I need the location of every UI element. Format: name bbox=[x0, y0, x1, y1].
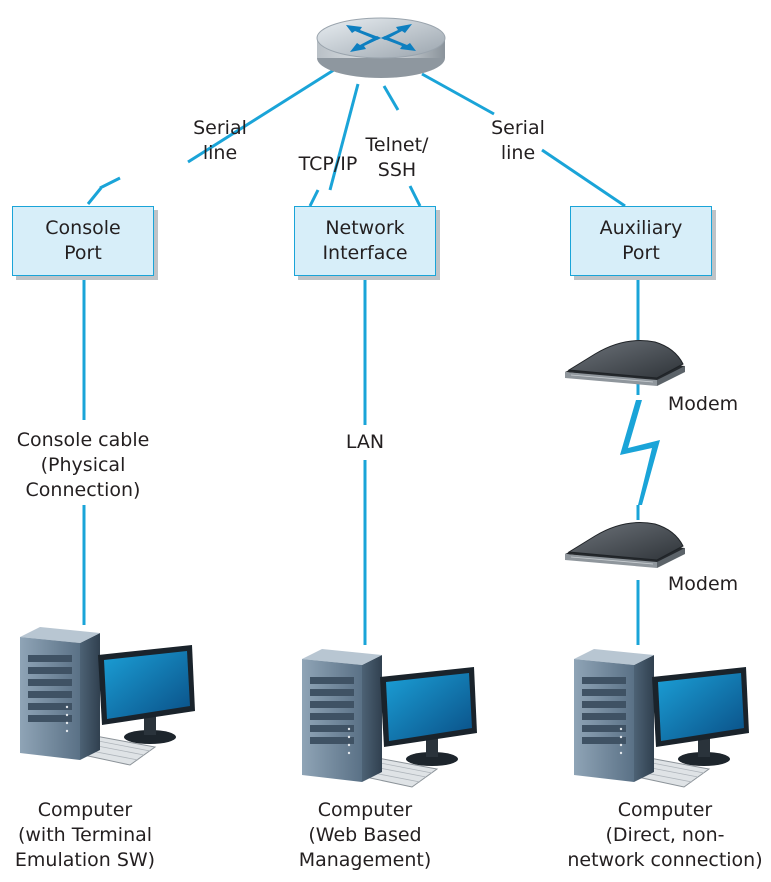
network-interface-line-1: Network bbox=[325, 217, 405, 239]
modem-top-label: Modem bbox=[667, 393, 739, 415]
lan-label: LAN bbox=[345, 431, 385, 453]
console-port-line-2: Port bbox=[64, 242, 102, 264]
console-cable-label: Console cable (Physical Connection) bbox=[16, 429, 150, 501]
router-icon bbox=[316, 17, 446, 78]
modem-bottom-label: Modem bbox=[667, 573, 739, 595]
console-port-line-1: Console bbox=[45, 217, 121, 239]
telnet-ssh-label: Telnet/SSH bbox=[365, 134, 429, 181]
tcp-ip-label: TCP/IP bbox=[298, 153, 358, 175]
auxiliary-port-box: Auxiliary Port bbox=[570, 206, 712, 276]
network-interface-line-2: Interface bbox=[322, 242, 408, 264]
modem-top-icon bbox=[564, 340, 686, 387]
computer-center-caption: Computer (Web Based Management) bbox=[298, 799, 432, 871]
network-interface-box: Network Interface bbox=[294, 206, 436, 276]
computer-left-caption: Computer (with Terminal Emulation SW) bbox=[14, 799, 156, 871]
modem-bottom-icon bbox=[564, 522, 686, 569]
computer-left-icon bbox=[19, 626, 196, 766]
connection-lines bbox=[82, 66, 640, 645]
auxiliary-port-line-1: Auxiliary bbox=[599, 217, 683, 239]
computer-right-caption: Computer (Direct, non- network connectio… bbox=[567, 799, 763, 871]
computer-right-icon bbox=[573, 648, 750, 788]
wireless-link-icon bbox=[620, 400, 660, 505]
console-port-box: Console Port bbox=[12, 206, 154, 276]
auxiliary-port-line-2: Port bbox=[622, 242, 660, 264]
computer-center-icon bbox=[301, 648, 478, 788]
